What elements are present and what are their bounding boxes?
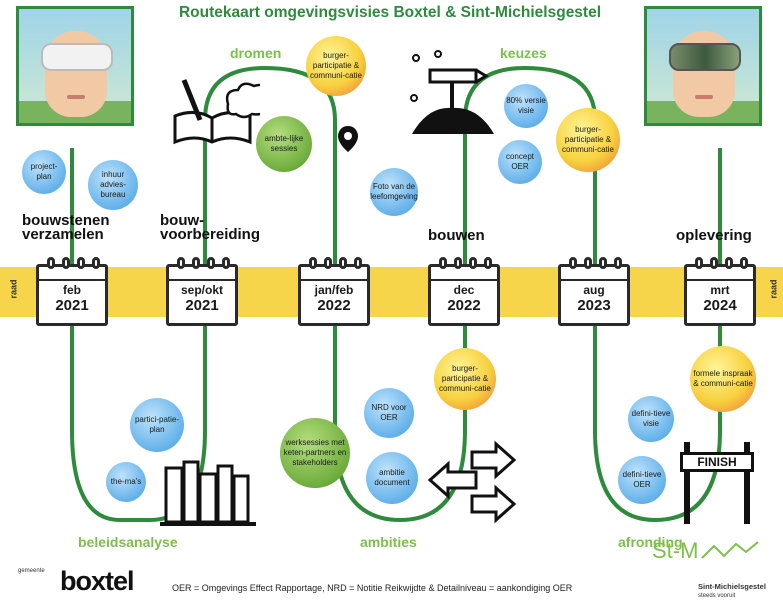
map-pin-icon — [338, 126, 358, 152]
portrait-end — [644, 6, 762, 126]
bubble-formele-inspraak: formele inspraak & communi-catie — [690, 346, 756, 412]
crossroad-arrows-icon — [427, 440, 517, 524]
bubble-foto: Foto van de leefomgeving — [370, 168, 418, 216]
milestone-month: feb — [63, 283, 81, 297]
bubble-burger-3: burger-participatie & communi-catie — [434, 348, 496, 410]
bubble-nrd-oer: NRD voor OER — [364, 388, 414, 438]
milestone-calendar: jan/feb 2022 — [298, 257, 370, 326]
bubble-burger-2: burger-participatie & communi-catie — [556, 108, 620, 172]
finish-gate-icon: FINISH — [680, 442, 754, 524]
stage-bouwvoorbereiding: bouw-voorbereiding — [160, 212, 261, 243]
phase-keuzes: keuzes — [500, 45, 547, 61]
bubble-inhuur: inhuur advies-bureau — [88, 160, 138, 210]
phase-ambities: ambities — [360, 534, 417, 550]
milestone-month: aug — [583, 283, 605, 297]
stm-name: Sint-Michielsgestel — [698, 582, 766, 591]
milestone-month: dec — [453, 283, 475, 297]
raad-band — [0, 267, 783, 317]
footer-note: OER = Omgevings Effect Rapportage, NRD =… — [172, 583, 573, 593]
milestone-year: 2021 — [55, 297, 89, 314]
band-label-left: raad — [8, 279, 19, 299]
milestone-year: 2023 — [577, 297, 611, 314]
phase-beleidsanalyse: beleidsanalyse — [78, 534, 178, 550]
milestone-year: 2022 — [447, 297, 481, 314]
milestone-year: 2022 — [317, 297, 351, 314]
bubble-ambtelijk: ambte-lijke sessies — [256, 116, 312, 172]
books-icon — [160, 460, 256, 526]
milestone-calendar: dec 2022 — [428, 257, 500, 326]
bubble-werksessies: werksessies met keten-partners en stakeh… — [280, 418, 350, 488]
milestone-month: sep/okt — [180, 283, 223, 297]
stm-logo-mark — [701, 541, 759, 559]
signpost-mountain-icon — [410, 50, 494, 134]
bubble-participatieplan: partici-patie-plan — [130, 398, 184, 452]
milestone-calendar: feb 2021 — [36, 257, 108, 326]
page-title: Routekaart omgevingsvisies Boxtel & Sint… — [178, 4, 602, 21]
milestone-year: 2021 — [185, 297, 219, 314]
bubble-projectplan: project-plan — [22, 150, 66, 194]
bubble-themas: the-ma's — [106, 462, 146, 502]
stage-bouwen: bouwen — [428, 227, 485, 244]
bubble-concept-oer: concept OER — [498, 140, 542, 184]
boxtel-logo: boxtel — [60, 566, 135, 596]
bubble-burger-1: burger-participatie & communi-catie — [306, 36, 366, 96]
milestone-month: mrt — [710, 283, 730, 297]
stm-sub: steeds vooruit — [698, 593, 736, 599]
milestone-calendar: sep/okt 2021 — [166, 257, 238, 326]
bubble-80-versie: 80% versie visie — [504, 84, 548, 128]
milestone-month: jan/feb — [314, 283, 354, 297]
finish-sign: FINISH — [680, 452, 754, 472]
phase-dromen: dromen — [230, 45, 282, 61]
bubble-definitieve-visie: defini-tieve visie — [628, 396, 674, 442]
milestone-calendar: aug 2023 — [558, 257, 630, 326]
bubble-definitieve-oer: defini-tieve OER — [618, 456, 666, 504]
bubble-ambitie-document: ambitie document — [366, 452, 418, 504]
stage-oplevering: oplevering — [676, 227, 752, 244]
phase-afronding: afronding — [618, 534, 683, 550]
portrait-start — [16, 6, 134, 126]
band-label-right: raad — [768, 279, 779, 299]
milestone-year: 2024 — [703, 297, 737, 314]
boxtel-small-label: gemeente — [18, 568, 45, 574]
milestone-calendar: mrt 2024 — [684, 257, 756, 326]
stm-logo: St-M — [652, 538, 699, 563]
book-pencil-icon — [173, 79, 260, 145]
stage-bouwstenen: bouwstenen verzamelen — [22, 212, 110, 243]
